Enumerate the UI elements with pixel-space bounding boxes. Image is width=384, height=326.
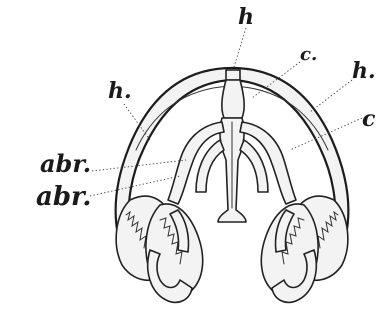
gill-lobes-left	[116, 196, 203, 302]
leader-h-right	[310, 80, 352, 112]
branchial-arch-right	[240, 122, 296, 204]
branchial-arch-left	[168, 122, 224, 204]
leader-h-top	[233, 28, 246, 70]
label-c-right: c	[362, 108, 375, 130]
gill-lobes-right	[261, 196, 348, 302]
label-abr-lower: abr.	[36, 184, 91, 210]
label-c-upper: c.	[300, 46, 317, 64]
central-copula	[218, 118, 246, 222]
label-abr-upper: abr.	[40, 152, 91, 176]
label-h-right: h.	[352, 60, 376, 82]
label-h-left: h.	[108, 80, 132, 102]
label-h-top: h	[238, 6, 254, 28]
leader-abr-lower	[90, 176, 180, 196]
